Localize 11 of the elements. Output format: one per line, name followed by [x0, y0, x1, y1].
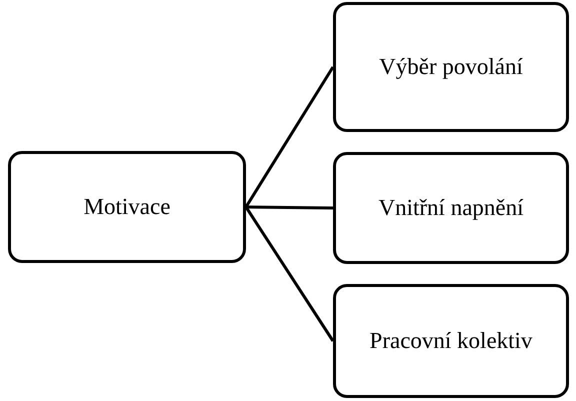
box-label: Výběr povolání: [379, 53, 523, 81]
rounded-box: [333, 284, 569, 398]
connector-line: [246, 206, 334, 210]
box-label: Motivace: [84, 193, 170, 221]
connector-line: [244, 66, 334, 208]
box-label: Vnitřní napnění: [378, 194, 524, 222]
connector-line: [244, 206, 334, 342]
box-label: Pracovní kolektiv: [370, 327, 532, 355]
rounded-box: [8, 151, 246, 263]
rounded-box: [333, 152, 569, 264]
rounded-box: [333, 2, 569, 132]
